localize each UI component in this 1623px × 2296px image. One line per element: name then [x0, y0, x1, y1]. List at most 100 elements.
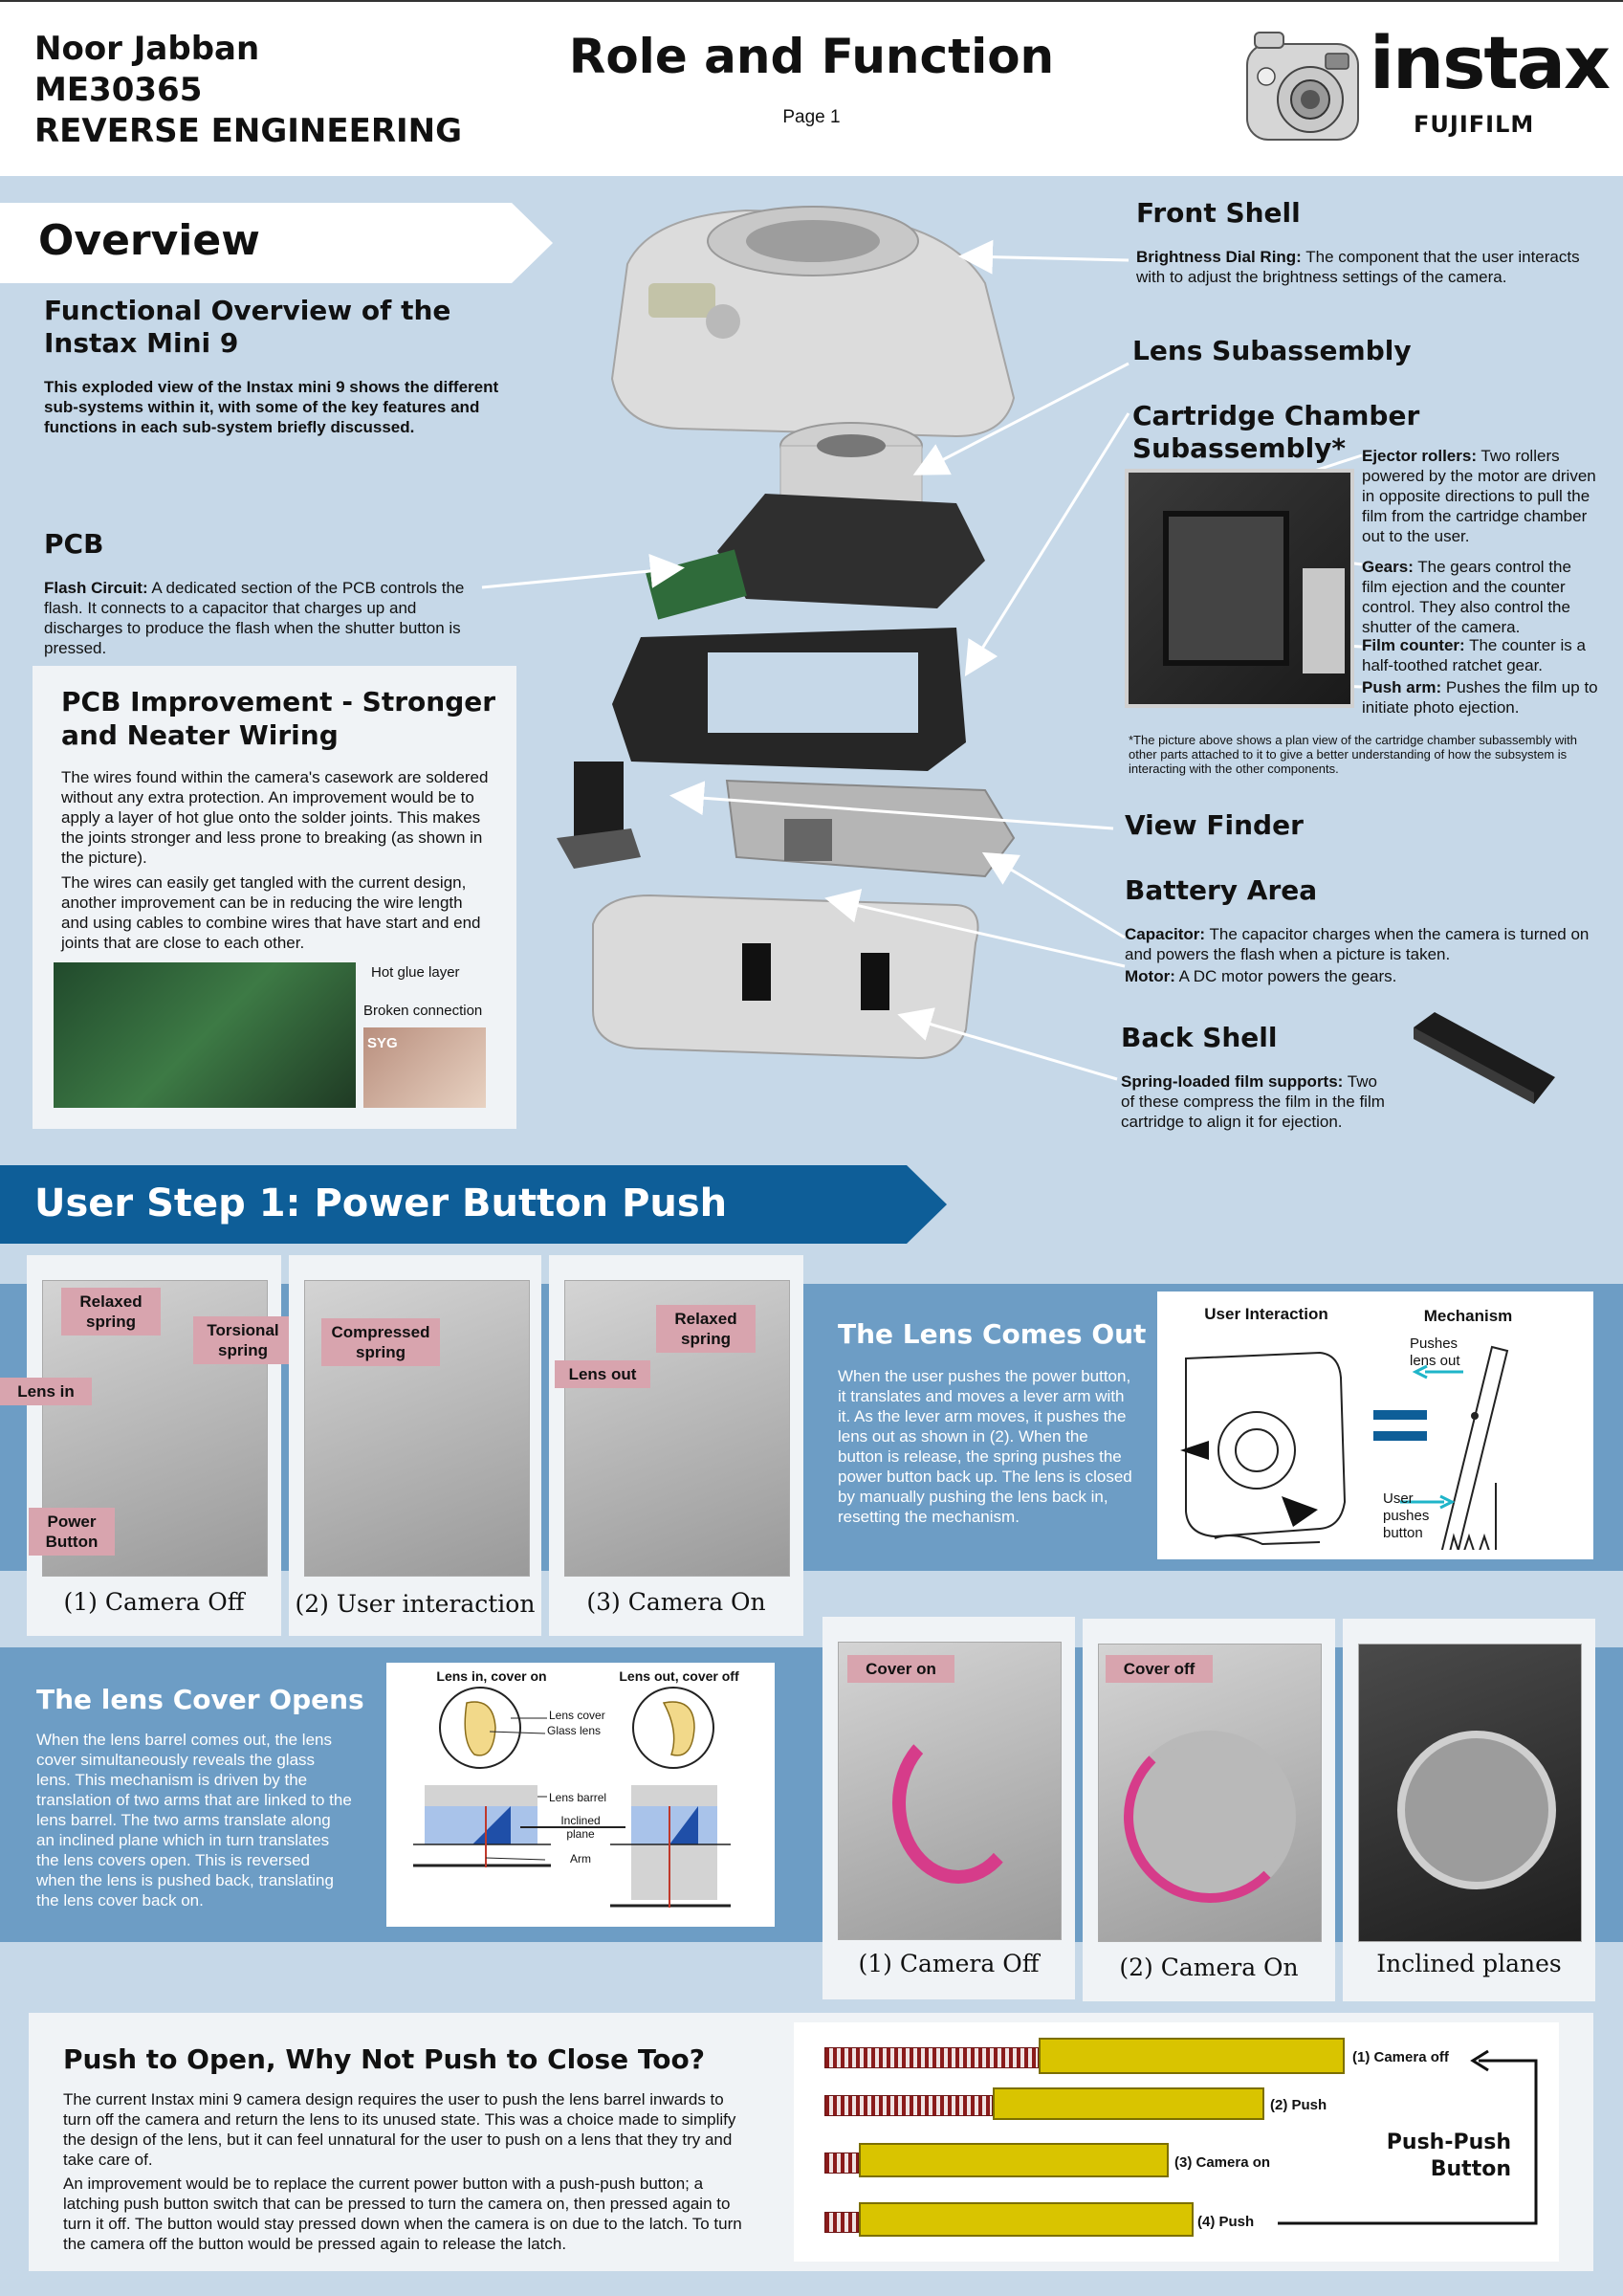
capacitor-term: Capacitor: — [1125, 925, 1206, 943]
pushpush-heading: Push to Open, Why Not Push to Close Too? — [63, 2043, 706, 2075]
state-label-1: (1) Camera off — [1352, 2049, 1449, 2065]
pushpush-para2: An improvement would be to replace the c… — [63, 2175, 742, 2253]
cartridge-heading: Cartridge Chamber Subassembly* — [1132, 400, 1420, 464]
overview-heading: Functional Overview of the Instax Mini 9 — [44, 295, 451, 359]
brand-sub-logo: FUJIFILM — [1414, 111, 1535, 138]
pcb-heading: PCB — [44, 528, 104, 560]
tag-torsional-spring: Torsional spring — [193, 1316, 293, 1364]
course-title: REVERSE ENGINEERING — [34, 112, 463, 150]
spring-state-1 — [824, 2047, 1039, 2068]
spring-state-3 — [824, 2152, 859, 2174]
cover-caption-1: (1) Camera Off — [858, 1950, 1040, 1977]
broken-connection-photo — [363, 1027, 486, 1108]
course-code: ME30365 — [34, 71, 203, 109]
cover-photo-2 — [1098, 1644, 1322, 1942]
counter-text: The counter is a half-toothed ratchet ge… — [1362, 636, 1586, 674]
diagram-label-pushes-lens: Pushes lens out — [1410, 1336, 1460, 1369]
mechanism-sketch — [1180, 1345, 1509, 1550]
ejector-term: Ejector rollers: — [1362, 447, 1477, 465]
cover-sketch — [413, 1687, 731, 1908]
pushpush-label: Push-Push Button — [1386, 2130, 1511, 2181]
cartridge-item-counter: Film counter: The counter is a half-toot… — [1362, 635, 1601, 675]
tag-lens-out: Lens out — [555, 1360, 650, 1388]
pcb-description: Flash Circuit: A dedicated section of th… — [44, 578, 493, 658]
spring-state-4 — [824, 2212, 859, 2233]
brand-logo: instax — [1370, 20, 1611, 105]
step1-caption-1: (1) Camera Off — [63, 1588, 245, 1616]
motor-text: A DC motor powers the gears. — [1174, 967, 1397, 985]
page-number: Page 1 — [782, 107, 841, 127]
tag-compressed-spring: Compressed spring — [321, 1318, 440, 1366]
step1-banner-title: User Step 1: Power Button Push — [34, 1181, 728, 1225]
cover-caption-3: Inclined planes — [1376, 1950, 1562, 1977]
motor-term: Motor: — [1125, 967, 1175, 985]
gears-term: Gears: — [1362, 558, 1414, 576]
tag-power-button: Power Button — [29, 1508, 115, 1556]
pcb-text: A dedicated section of the PCB controls … — [44, 579, 465, 657]
back-shell-part — [592, 894, 979, 1060]
author-name: Noor Jabban — [34, 30, 260, 68]
view-finder-heading: View Finder — [1125, 809, 1304, 841]
tag-lens-in: Lens in — [0, 1378, 92, 1405]
cartridge-item-ejector: Ejector rollers: Two rollers powered by … — [1362, 446, 1601, 546]
camera-logo-icon — [1246, 32, 1359, 141]
pcb-term: Flash Circuit: — [44, 579, 148, 597]
pusharm-term: Push arm: — [1362, 678, 1442, 696]
mechanism-diagram — [1157, 1292, 1593, 1559]
callout-arrows — [481, 239, 1363, 1081]
pcb-improvement-para2: The wires can easily get tangled with th… — [61, 873, 481, 952]
pin-state-1 — [1039, 2038, 1345, 2074]
page-title: Role and Function — [568, 29, 1055, 84]
front-shell-heading: Front Shell — [1136, 197, 1301, 229]
front-shell-term: Brightness Dial Ring: — [1136, 248, 1302, 266]
step1-caption-3: (3) Camera On — [586, 1588, 766, 1616]
step1-caption-2: (2) User interaction — [295, 1590, 536, 1618]
cover-photo-3 — [1358, 1644, 1582, 1942]
back-shell-heading: Back Shell — [1121, 1022, 1278, 1053]
battery-item-capacitor: Capacitor: The capacitor charges when th… — [1125, 924, 1603, 964]
label-inclined-plane: Inclined plane — [560, 1814, 601, 1841]
lens-out-heading: The Lens Comes Out — [838, 1318, 1147, 1350]
tag-relaxed-spring-3: Relaxed spring — [656, 1305, 756, 1353]
state-label-3: (3) Camera on — [1174, 2154, 1271, 2171]
spring-state-2 — [824, 2095, 993, 2116]
pusharm-text: Pushes the film up to initiate photo eje… — [1362, 678, 1598, 717]
diagram-label-user-pushes: User pushes button — [1383, 1490, 1430, 1541]
diagram-col-right: Mechanism — [1423, 1307, 1513, 1325]
exploded-view — [557, 206, 1016, 1060]
state-label-2: (2) Push — [1270, 2097, 1327, 2113]
battery-area-heading: Battery Area — [1125, 874, 1318, 906]
label-lens-barrel: Lens barrel — [549, 1791, 607, 1804]
battery-item-motor: Motor: A DC motor powers the gears. — [1125, 966, 1603, 986]
counter-term: Film counter: — [1362, 636, 1465, 654]
cover-photo-1 — [838, 1642, 1062, 1940]
label-lens-cover: Lens cover — [549, 1709, 605, 1722]
cover-diagram-title-right: Lens out, cover off — [619, 1668, 739, 1684]
tag-cover-on: Cover on — [847, 1655, 954, 1683]
author-block: Noor Jabban ME30365 REVERSE ENGINEERING — [34, 29, 462, 152]
diagram-col-left: User Interaction — [1204, 1305, 1328, 1323]
pushpush-para1: The current Instax mini 9 camera design … — [63, 2090, 736, 2169]
cover-diagram-title-left: Lens in, cover on — [436, 1668, 547, 1684]
pcb-photo — [54, 962, 356, 1108]
ejector-text: Two rollers powered by the motor are dri… — [1362, 447, 1596, 545]
state-label-4: (4) Push — [1197, 2214, 1255, 2230]
label-arm: Arm — [570, 1852, 591, 1866]
cartridge-photo — [1125, 469, 1354, 708]
pushpush-loop-arrow — [1278, 2049, 1538, 2225]
cover-caption-2: (2) Camera On — [1119, 1954, 1299, 1981]
overview-body: This exploded view of the Instax mini 9 … — [44, 378, 499, 436]
tag-cover-off: Cover off — [1106, 1655, 1213, 1683]
front-shell-description: Brightness Dial Ring: The component that… — [1136, 247, 1595, 287]
back-shell-text: Two of these compress the film in the fi… — [1121, 1072, 1385, 1131]
pcb-improvement-heading: PCB Improvement - Stronger and Neater Wi… — [61, 686, 496, 751]
lens-subassembly-heading: Lens Subassembly — [1132, 335, 1412, 366]
viewfinder-part — [574, 762, 624, 838]
hot-glue-label: Hot glue layer — [371, 964, 460, 981]
capacitor-text: The capacitor charges when the camera is… — [1125, 925, 1590, 963]
broken-connection-label: Broken connection — [363, 1003, 483, 1019]
tag-relaxed-spring-1: Relaxed spring — [61, 1288, 161, 1336]
label-glass-lens: Glass lens — [547, 1724, 602, 1737]
step1-banner — [0, 1165, 947, 1244]
cartridge-item-pusharm: Push arm: Pushes the film up to initiate… — [1362, 677, 1601, 718]
